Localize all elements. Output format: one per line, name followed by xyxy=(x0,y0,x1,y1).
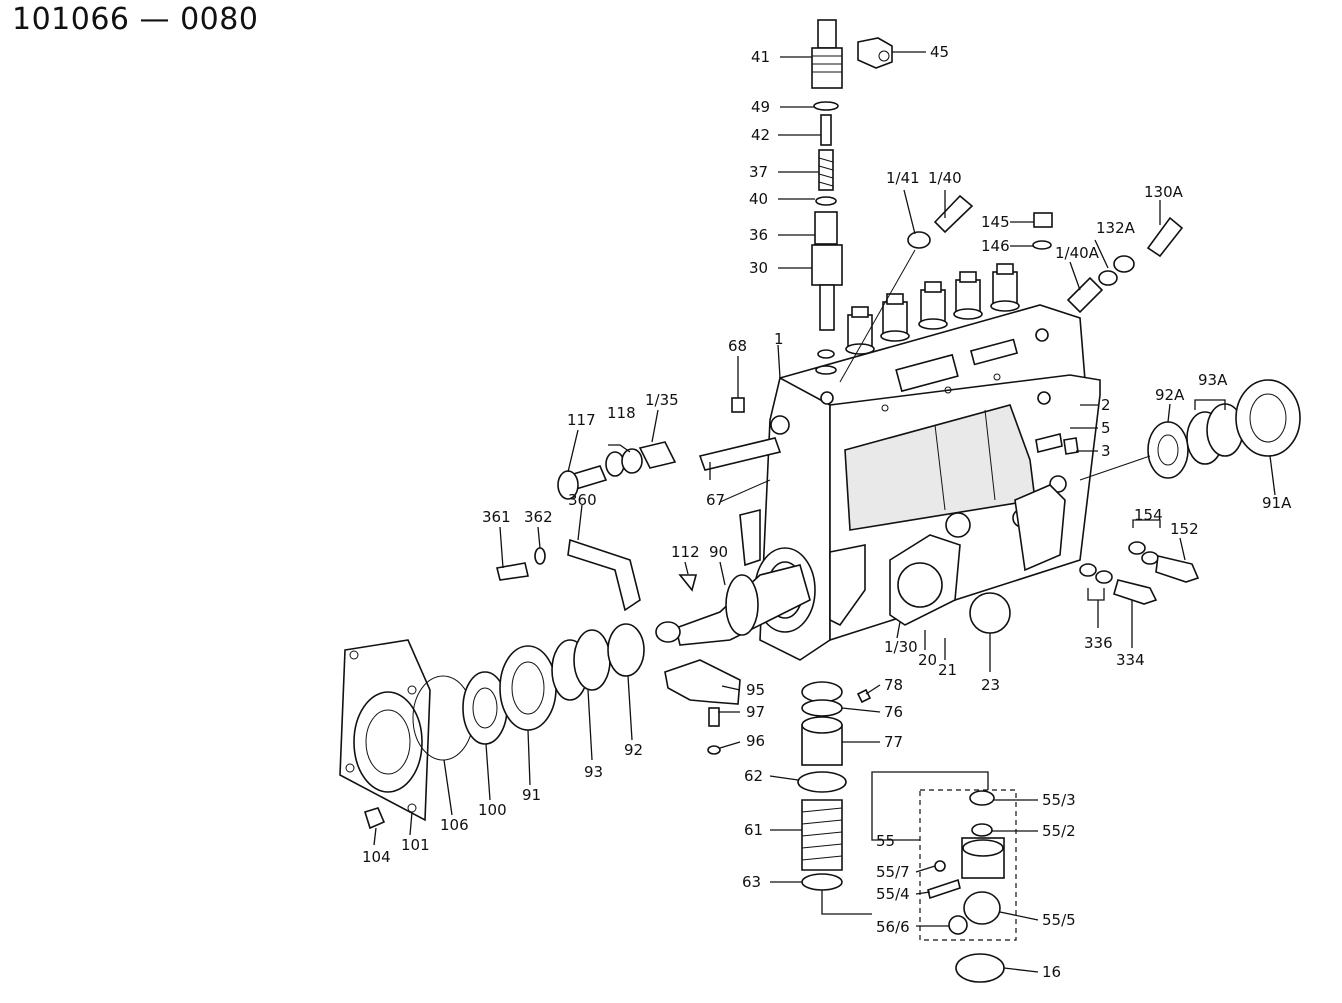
callout-90: 90 xyxy=(709,543,728,561)
leader-lines xyxy=(373,51,1276,973)
callout-56-6: 56/6 xyxy=(876,918,910,936)
callout-152: 152 xyxy=(1170,520,1199,538)
diagram-title: 101066 — 0080 xyxy=(12,2,259,37)
callout-55-4: 55/4 xyxy=(876,885,910,903)
callout-49: 49 xyxy=(751,98,770,116)
callout-1-35: 1/35 xyxy=(645,391,679,409)
callout-76: 76 xyxy=(884,703,903,721)
left-end-assembly xyxy=(339,623,645,830)
callout-106: 106 xyxy=(440,816,469,834)
callout-16: 16 xyxy=(1042,963,1061,981)
left-fittings xyxy=(496,397,782,612)
callout-55-7: 55/7 xyxy=(876,863,910,881)
callout-21: 21 xyxy=(938,661,957,679)
callout-20: 20 xyxy=(918,651,937,669)
delivery-valve-stack xyxy=(811,19,843,375)
callout-67: 67 xyxy=(706,491,725,509)
callout-91a: 91A xyxy=(1262,494,1292,512)
callout-360: 360 xyxy=(568,491,597,509)
callout-55-3: 55/3 xyxy=(1042,791,1076,809)
roller-tappet-detail xyxy=(919,789,1017,983)
callout-3: 3 xyxy=(1101,442,1111,460)
right-bearings xyxy=(1035,379,1301,479)
callout-23: 23 xyxy=(981,676,1000,694)
callout-1-41: 1/41 xyxy=(886,169,920,187)
callout-37: 37 xyxy=(749,163,768,181)
callout-77: 77 xyxy=(884,733,903,751)
callout-1-30: 1/30 xyxy=(884,638,918,656)
callout-118: 118 xyxy=(607,404,636,422)
callout-146: 146 xyxy=(981,237,1010,255)
callout-5: 5 xyxy=(1101,419,1111,437)
camshaft xyxy=(655,564,811,646)
callout-93a: 93A xyxy=(1198,371,1228,389)
callout-91: 91 xyxy=(522,786,541,804)
callout-2: 2 xyxy=(1101,396,1111,414)
callout-55-5: 55/5 xyxy=(1042,911,1076,929)
top-right-fittings xyxy=(857,37,1184,314)
callout-361: 361 xyxy=(482,508,511,526)
callout-45: 45 xyxy=(930,43,949,61)
callout-68: 68 xyxy=(728,337,747,355)
callout-1-40: 1/40 xyxy=(928,169,962,187)
callout-92a: 92A xyxy=(1155,386,1185,404)
callout-93: 93 xyxy=(584,763,603,781)
delivery-valve-holders xyxy=(845,263,1020,355)
callout-55: 55 xyxy=(876,832,895,850)
callout-132a: 132A xyxy=(1096,219,1136,237)
callout-336: 336 xyxy=(1084,634,1113,652)
tappet-assembly xyxy=(664,659,872,891)
callout-78: 78 xyxy=(884,676,903,694)
callout-154: 154 xyxy=(1134,506,1163,524)
callout-1-40a: 1/40A xyxy=(1055,244,1100,262)
callout-40: 40 xyxy=(749,190,768,208)
callout-62: 62 xyxy=(744,767,763,785)
callout-130a: 130A xyxy=(1144,183,1184,201)
callout-1: 1 xyxy=(774,330,784,348)
callout-30: 30 xyxy=(749,259,768,277)
callout-145: 145 xyxy=(981,213,1010,231)
callout-362: 362 xyxy=(524,508,553,526)
callout-334: 334 xyxy=(1116,651,1145,669)
callout-63: 63 xyxy=(742,873,761,891)
callout-100: 100 xyxy=(478,801,507,819)
callout-112: 112 xyxy=(671,543,700,561)
right-bolts xyxy=(969,541,1200,634)
callout-36: 36 xyxy=(749,226,768,244)
callout-101: 101 xyxy=(401,836,430,854)
callout-117: 117 xyxy=(567,411,596,429)
callout-95: 95 xyxy=(746,681,765,699)
callout-labels: 41 45 49 42 37 40 36 30 1/41 1/40 145 14… xyxy=(362,43,1292,981)
callout-97: 97 xyxy=(746,703,765,721)
callout-41: 41 xyxy=(751,48,770,66)
callout-42: 42 xyxy=(751,126,770,144)
callout-104: 104 xyxy=(362,848,391,866)
callout-96: 96 xyxy=(746,732,765,750)
callout-61: 61 xyxy=(744,821,763,839)
callout-55-2: 55/2 xyxy=(1042,822,1076,840)
callout-92: 92 xyxy=(624,741,643,759)
